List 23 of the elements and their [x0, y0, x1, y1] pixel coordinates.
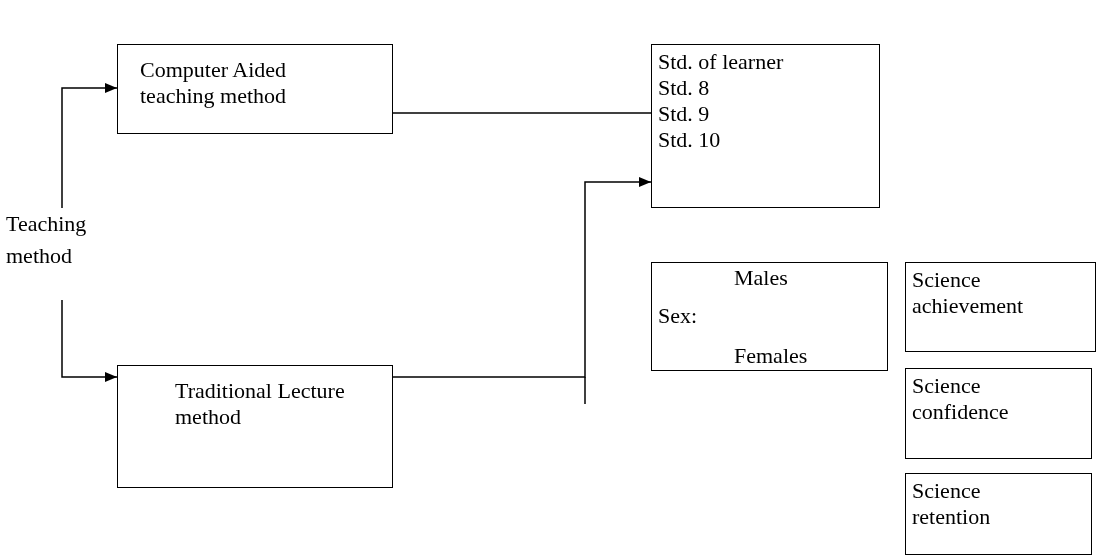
- text-box: [651, 44, 880, 208]
- box-text: Std. 9: [658, 101, 710, 127]
- connector-arrow: [61, 83, 118, 209]
- connector-arrow: [61, 299, 118, 382]
- box-text: Std. of learner: [658, 49, 784, 75]
- box-text: Science retention: [912, 478, 992, 530]
- box-text: Science confidence: [912, 373, 1010, 425]
- box-text: Std. 10: [658, 127, 721, 153]
- box-text: Science achievement: [912, 267, 1025, 319]
- box-text: Females: [734, 343, 808, 369]
- text-box: [905, 368, 1092, 459]
- connector-arrow: [392, 177, 652, 378]
- text-box: [651, 262, 888, 371]
- text-box: [117, 365, 393, 488]
- text-box: [905, 262, 1096, 352]
- box-text: Computer Aided teaching method: [140, 57, 288, 109]
- box-text: Males: [734, 265, 788, 291]
- box-text: Teaching method: [6, 210, 88, 270]
- text-box: [117, 44, 393, 134]
- text-box: [905, 473, 1092, 555]
- box-text: Std. 8: [658, 75, 710, 101]
- box-text: Traditional Lecture method: [175, 378, 346, 430]
- box-text: Sex:: [658, 303, 698, 329]
